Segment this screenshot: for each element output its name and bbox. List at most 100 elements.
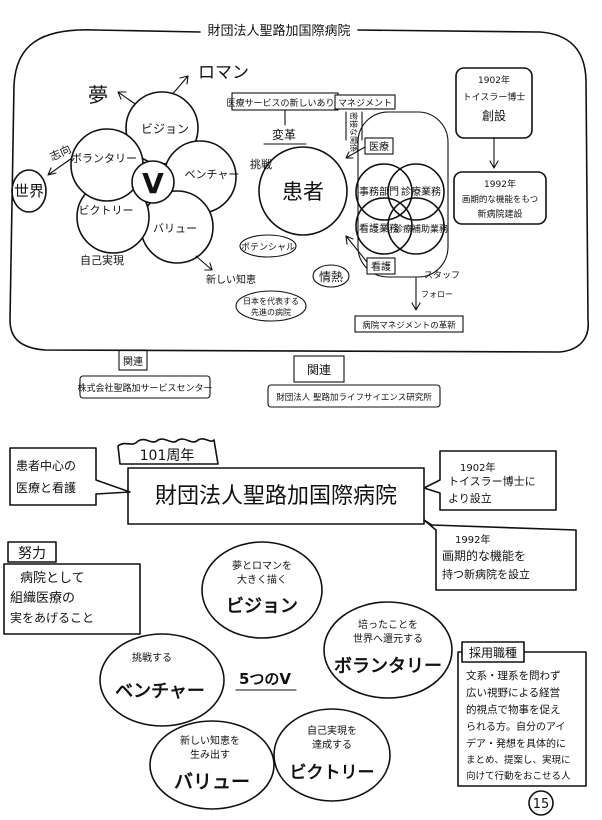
label-japan-1: 日本を代表する [243, 296, 299, 306]
label-hospital-service: 医療サービスの新しいあり方 [226, 97, 343, 109]
label-world: 世界 [14, 182, 44, 200]
anniversary-banner [117, 438, 219, 465]
label-new-knowledge: 新しい知恵 [206, 273, 256, 286]
patient-centered-2: 医療と看護 [16, 480, 76, 495]
circle-voluntary [323, 601, 453, 699]
label-nurse: 看護 [371, 260, 391, 273]
label-reform: 変革 [272, 127, 296, 142]
speech-founded [423, 450, 557, 511]
new-hospital-2: 画期的な機能を [442, 548, 526, 563]
new-hospital-3: 持つ新病院を設立 [442, 567, 530, 581]
circle-support [387, 197, 445, 255]
label-support: 診療補助業務 [394, 223, 448, 235]
top-frame [9, 29, 589, 353]
box-foundation [267, 384, 441, 408]
label-company: 株式会社聖路加サービスセンター [77, 382, 212, 394]
hiring-line-7: 向けて行動をおこせる人 [466, 770, 571, 782]
box-related-2 [293, 355, 345, 383]
box-management [334, 94, 396, 110]
blob-passion [312, 264, 350, 288]
patient-centered-1: 患者中心の [16, 458, 76, 473]
container-management [357, 111, 449, 278]
effort-line-2: 組織医療の [10, 591, 75, 606]
note-1992-box [453, 171, 547, 225]
label-nursing: 看護業務 [359, 222, 399, 235]
effort-tag [7, 541, 57, 563]
flower-center [131, 160, 175, 204]
petal-label-value: バリュー [153, 222, 197, 235]
note-1902-line1: 1902年 [478, 74, 510, 86]
label-patient: 患者 [282, 180, 324, 204]
arrow-world [47, 157, 73, 176]
flower-v: V [142, 167, 164, 200]
arrow-1902-1992 [489, 137, 499, 169]
anniversary-text: 101周年 [140, 448, 195, 464]
label-close-relation: 密接な関係 [349, 112, 359, 152]
value-caption-2: 生み出す [190, 748, 230, 761]
speech-new-hospital [423, 519, 577, 591]
label-related-2: 関連 [307, 363, 331, 377]
note-1992-line1: 1992年 [484, 178, 516, 190]
petal-label-venture: ベンチャー [185, 168, 240, 181]
label-foundation: 財団法人 聖路加ライフサイエンス研究所 [276, 392, 432, 403]
hiring-title: 採用職種 [469, 646, 517, 660]
petal-label-vision: ビジョン [141, 122, 189, 136]
circle-venture [99, 633, 225, 727]
hiring-line-1: 文系・理系を問わず [466, 669, 561, 682]
top-title: 財団法人聖路加国際病院 [207, 23, 350, 39]
hiring-line-3: 的視点で物事を促え [466, 703, 561, 716]
hiring-line-6: まとめ、提案し、実現に [466, 754, 571, 766]
label-potential: ポテンシャル [241, 242, 295, 253]
voluntary-caption-2: 世界へ還元する [353, 633, 423, 645]
vision-caption-2: 大きく描く [237, 573, 287, 586]
blob-japan-hospital [235, 290, 307, 322]
label-management-reform: 病院マネジメントの革新 [362, 320, 456, 331]
label-self-realization: 自己実現 [80, 253, 124, 267]
founded-3: より設立 [448, 491, 492, 505]
main-hospital-box [127, 467, 425, 525]
venture-caption: 挑戦する [132, 651, 172, 664]
note-1992-line2: 画期的な機能をもつ [462, 194, 538, 205]
circle-vision [201, 541, 323, 639]
victory-caption-1: 自己実現を [307, 724, 357, 737]
box-related-1 [118, 349, 148, 371]
vision-caption-1: 夢とロマンを [232, 559, 292, 572]
arrow-doctor-patient [345, 146, 366, 159]
victory-caption-2: 達成する [312, 739, 352, 751]
value-title: バリュー [174, 771, 250, 793]
effort-line-1: 病院として [20, 571, 85, 586]
speech-patient-centered [9, 447, 131, 506]
new-hospital-1: 1992年 [455, 533, 490, 546]
label-passion: 情熱 [319, 270, 343, 284]
circle-value [149, 720, 275, 810]
hiring-line-2: 広い視野による経営 [466, 686, 560, 699]
box-doctor [364, 137, 394, 155]
value-caption-1: 新しい知恵を [180, 734, 240, 747]
vision-title: ビジョン [226, 596, 298, 617]
venture-title: ベンチャー [115, 681, 205, 702]
founded-2: トイスラー博士に [448, 475, 536, 488]
founded-1: 1902年 [460, 461, 495, 474]
hiring-line-5: デア・発想を具体的に [466, 737, 566, 750]
arrow-new-knowledge [195, 255, 213, 271]
main-hospital-name: 財団法人聖路加国際病院 [155, 484, 397, 509]
box-company [79, 375, 211, 399]
hiring-line-4: られる方。自分のアイ [466, 720, 566, 733]
note-1902-line2: トイスラー博士 [463, 91, 526, 103]
label-management: マネジメント [338, 98, 392, 109]
label-doctor: 医療 [369, 140, 389, 153]
circle-medical-work [387, 163, 445, 221]
effort-line-3: 実をあげること [10, 610, 94, 625]
petal-label-voluntary: ボランタリー [71, 152, 137, 165]
patient-circle [258, 146, 348, 236]
blob-potential [239, 234, 297, 258]
note-1902-line3: 創設 [482, 108, 506, 123]
victory-title: ビクトリー [290, 763, 375, 783]
label-clerical: 事務部門 [359, 185, 399, 198]
label-medical-work: 診療業務 [401, 185, 441, 198]
label-staff: スタッフ [424, 270, 460, 281]
circle-victory [273, 708, 391, 802]
label-dream: 夢 [88, 83, 108, 107]
note-1992-line3: 新病院建設 [477, 208, 522, 220]
